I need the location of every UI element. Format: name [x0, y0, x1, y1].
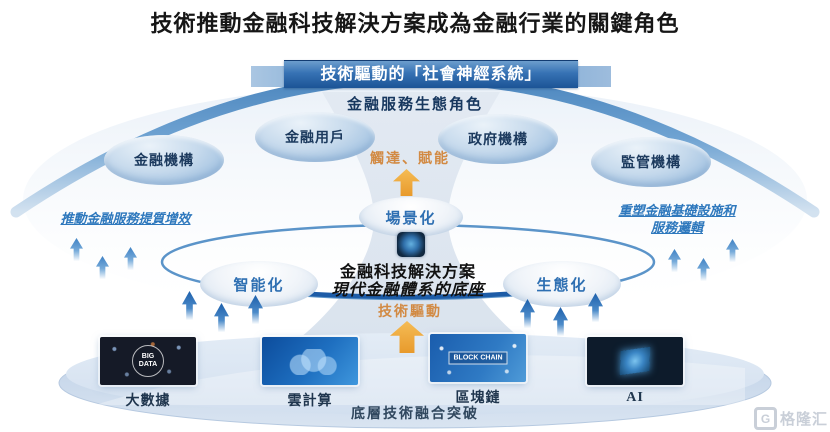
page-title: 技術推動金融科技解決方案成為金融行業的關鍵角色: [150, 11, 680, 36]
left-annotation: 推動金融服務提質增效: [28, 210, 223, 227]
foundation-item-ai: AI: [585, 337, 685, 406]
right-annotation-line2: 服務邏輯: [650, 220, 703, 235]
scenario-label: 場景化: [385, 209, 437, 227]
brand-logo-icon: G: [753, 407, 777, 430]
role-label: 金融用戶: [285, 129, 345, 145]
cloud-computing-image: [262, 337, 358, 385]
center-subtitle: 現代金融體系的底座: [331, 282, 485, 299]
intelligence-ellipse: 智能化: [200, 261, 318, 307]
left-annotation-text: 推動金融服務提質增效: [60, 211, 191, 226]
ecology-label: 生態化: [536, 276, 588, 294]
tech-label: 大數據: [125, 392, 171, 408]
tech-label: 區塊鏈: [455, 389, 501, 405]
reach-empower-label: 觸達、賦能: [370, 150, 450, 166]
right-annotation: 重塑金融基礎設施和 服務邏輯: [588, 202, 766, 236]
foundation-item-blockchain: BLOCK CHAIN 區塊鏈: [428, 334, 528, 407]
role-label: 監管機構: [621, 154, 681, 170]
ecosystem-heading: 金融服務生態角色: [346, 96, 483, 113]
tech-driven-label: 技術驅動: [378, 303, 442, 319]
foundation-item-bigdata: BIG DATA 大數據: [98, 337, 198, 410]
foundation-caption: 底層技術融合突破: [351, 405, 479, 421]
social-neural-system-banner: 技術驅動的「社會神經系統」: [284, 60, 578, 88]
role-ellipse-regulators: 監管機構: [591, 137, 711, 187]
scenario-ellipse: 場景化: [359, 197, 463, 237]
right-annotation-line1: 重塑金融基礎設施和: [618, 203, 736, 218]
ecology-ellipse: 生態化: [503, 261, 621, 307]
platform-highlight: [95, 355, 745, 405]
role-ellipse-financial-users: 金融用戶: [255, 112, 375, 162]
foundation-item-cloud: 雲計算: [260, 337, 360, 410]
blockchain-image-text: BLOCK CHAIN: [448, 351, 508, 365]
role-ellipse-government-agencies: 政府機構: [438, 114, 558, 164]
role-label: 政府機構: [468, 131, 528, 147]
intelligence-label: 智能化: [233, 276, 285, 294]
ai-chip-image: [587, 337, 683, 385]
cloud-icon: [284, 349, 338, 375]
chip-icon: [619, 346, 651, 376]
bigdata-image-text: BIG DATA: [132, 345, 164, 377]
fintech-globe-icon: [397, 232, 425, 257]
brand-name: 格隆汇: [779, 411, 828, 428]
tech-label: 雲計算: [287, 392, 333, 408]
center-title: 金融科技解決方案: [339, 264, 476, 281]
brand-watermark: G 格隆汇: [753, 407, 828, 430]
tech-label: AI: [626, 390, 644, 405]
blockchain-image: BLOCK CHAIN: [430, 334, 526, 382]
bigdata-image: BIG DATA: [100, 337, 196, 385]
role-label: 金融機構: [134, 152, 194, 168]
role-ellipse-financial-institutions: 金融機構: [104, 135, 224, 185]
